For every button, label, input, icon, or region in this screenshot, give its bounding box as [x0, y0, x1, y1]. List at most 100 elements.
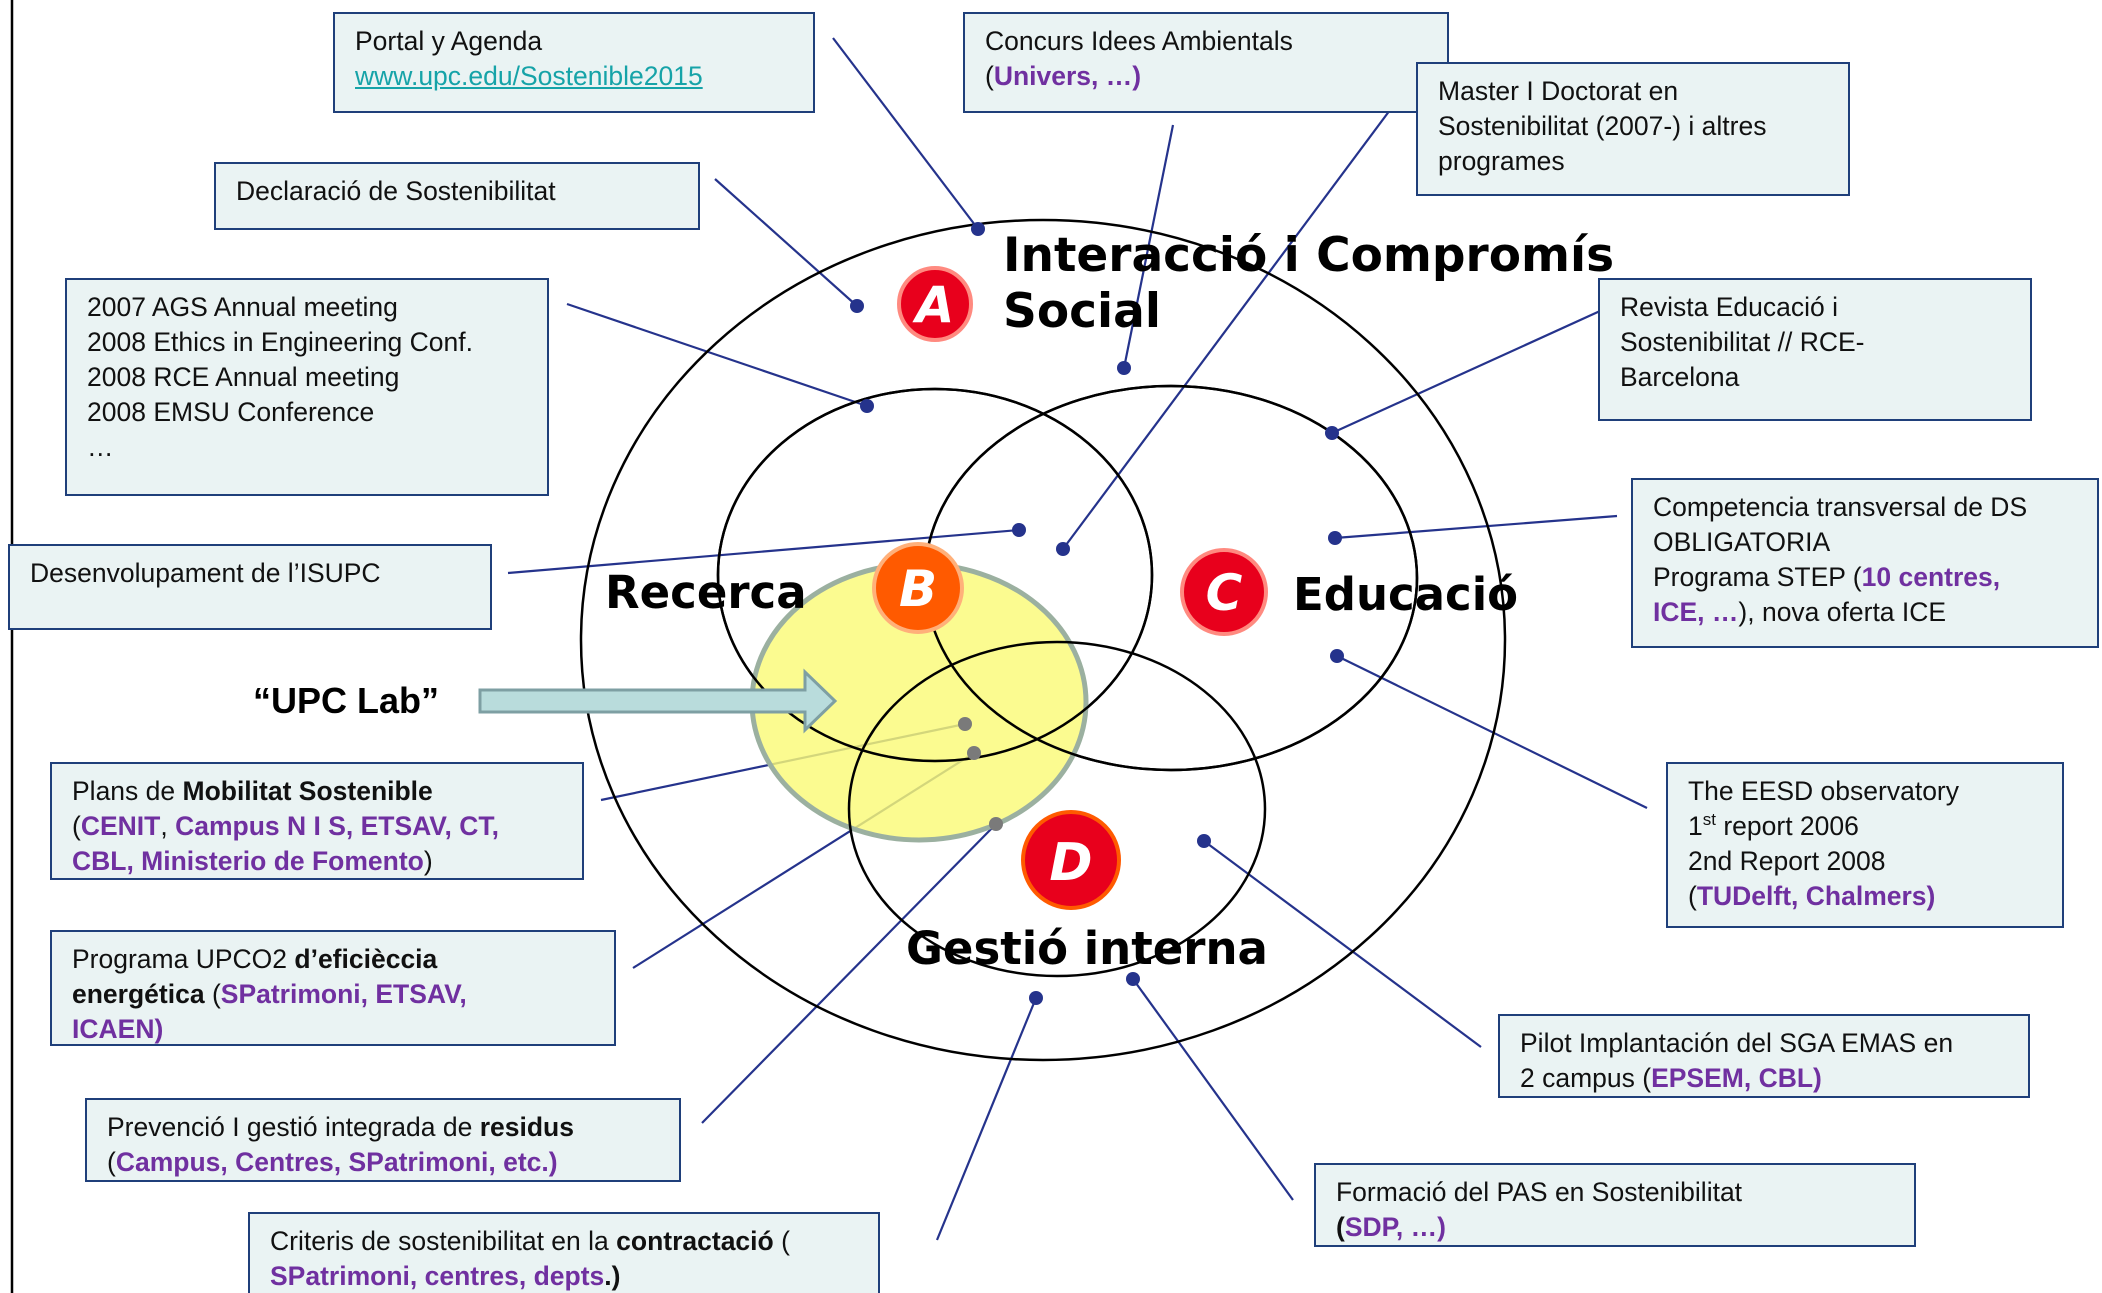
mobilitat-campus: Campus N I S, ETSAV, CT,	[175, 811, 500, 841]
circle-recerca-overlay	[716, 387, 1154, 763]
mobilitat-cbl: CBL, Ministerio de Fomento	[72, 846, 424, 876]
upco2-eficiencia: d’eficièccia	[294, 944, 438, 974]
isupc-title: Desenvolupament de l’ISUPC	[30, 558, 381, 588]
meetings-line5: …	[87, 432, 114, 462]
connector-meetings	[566, 302, 868, 408]
residus-pre: Prevenció I gestió integrada de	[107, 1112, 480, 1142]
dot-declaracio	[850, 299, 864, 313]
box-formacio-pas: Formació del PAS en Sostenibilitat (SDP,…	[1314, 1163, 1916, 1247]
eesd-first-num: 1	[1688, 811, 1703, 841]
box-residus: Prevenció I gestió integrada de residus …	[85, 1098, 681, 1182]
pilot-campus: 2 campus (	[1520, 1063, 1652, 1093]
badge-d: D	[1021, 810, 1121, 910]
concurs-title: Concurs Idees Ambientals	[985, 26, 1293, 56]
competencia-oferta: ), nova oferta ICE	[1738, 597, 1947, 627]
connector-eesd	[1336, 655, 1648, 809]
meetings-line1: 2007 AGS Annual meeting	[87, 292, 398, 322]
label-upc-lab: “UPC Lab”	[253, 680, 440, 721]
box-concurs-idees: Concurs Idees Ambientals (Univers, …)	[963, 12, 1449, 113]
upco2-partners: SPatrimoni, ETSAV,	[220, 979, 467, 1009]
eesd-line3: 2nd Report 2008	[1688, 846, 1886, 876]
letter-d: D	[1049, 833, 1092, 893]
label-recerca: Recerca	[605, 566, 807, 619]
connector-dots	[850, 222, 1344, 1005]
eesd-first-report: report 2006	[1715, 811, 1859, 841]
connector-portal	[832, 37, 979, 230]
circle-interaccio-social	[579, 218, 1507, 1062]
revista-line2: Sostenibilitat // RCE-	[1620, 327, 1865, 357]
label-gestio-interna: Gestió interna	[906, 922, 1268, 975]
dot-isupc	[1012, 523, 1026, 537]
label-interaccio-line2: Social	[1003, 284, 1161, 339]
revista-line3: Barcelona	[1620, 362, 1740, 392]
revista-line1: Revista Educació i	[1620, 292, 1838, 322]
master-line3: programes	[1438, 146, 1565, 176]
badge-c: C	[1180, 548, 1268, 636]
dot-concurs	[1117, 361, 1131, 375]
dot-revista	[1325, 426, 1339, 440]
criteris-paren: (	[773, 1226, 790, 1256]
box-declaracio: Declaració de Sostenibilitat	[214, 162, 700, 230]
connector-isupc	[507, 528, 1020, 575]
declaracio-title: Declaració de Sostenibilitat	[236, 176, 556, 206]
mobilitat-cenit: CENIT	[80, 811, 161, 841]
formacio-line1: Formació del PAS en Sostenibilitat	[1336, 1177, 1743, 1207]
residus-partners: Campus, Centres, SPatrimoni, etc.)	[115, 1147, 558, 1177]
pilot-line1: Pilot Implantación del SGA EMAS en	[1520, 1028, 1954, 1058]
connector-declaracio	[714, 178, 858, 307]
criteris-bold: contractació	[616, 1226, 774, 1256]
criteris-pre: Criteris de sostenibilitat en la	[270, 1226, 617, 1256]
circle-gestio-interna	[847, 640, 1267, 978]
connector-formacio	[1132, 978, 1294, 1201]
mobilitat-paren: (	[72, 811, 81, 841]
upco2-paren: (	[204, 979, 221, 1009]
portal-link[interactable]: www.upc.edu/Sostenible2015	[355, 61, 703, 91]
label-interaccio-social: Interacció i Compromís Social	[1003, 228, 1614, 340]
mobilitat-title: Mobilitat Sostenible	[182, 776, 433, 806]
eesd-line1: The EESD observatory	[1688, 776, 1960, 806]
box-meetings: 2007 AGS Annual meeting 2008 Ethics in E…	[65, 278, 549, 496]
connector-competencia	[1334, 514, 1618, 540]
formacio-partners: SDP, …)	[1344, 1212, 1446, 1242]
connector-concurs	[1122, 124, 1175, 369]
box-pilot-emas: Pilot Implantación del SGA EMAS en 2 cam…	[1498, 1014, 2030, 1098]
criteris-partners: SPatrimoni, centres, depts	[270, 1261, 605, 1291]
dot-master	[1056, 542, 1070, 556]
box-master-doctorat: Master I Doctorat en Sostenibilitat (200…	[1416, 62, 1850, 196]
dot-upco2	[967, 746, 981, 760]
mobilitat-comma: ,	[160, 811, 176, 841]
meetings-line4: 2008 EMSU Conference	[87, 397, 375, 427]
upco2-icaen: ICAEN)	[72, 1014, 164, 1044]
badge-a: A	[897, 266, 973, 342]
connector-residus	[701, 823, 997, 1124]
formacio-paren: (	[1336, 1212, 1345, 1242]
competencia-ice: ICE, …	[1653, 597, 1739, 627]
letter-c: C	[1206, 564, 1243, 622]
box-competencia: Competencia transversal de DS OBLIGATORI…	[1631, 478, 2099, 648]
pilot-partners: EPSEM, CBL)	[1651, 1063, 1822, 1093]
letter-a: A	[912, 276, 955, 334]
residus-bold: residus	[479, 1112, 574, 1142]
box-mobilitat: Plans de Mobilitat Sostenible (CENIT, Ca…	[50, 762, 584, 880]
concurs-partners: Univers, …)	[993, 61, 1142, 91]
eesd-first-sup: st	[1702, 810, 1716, 830]
meetings-line2: 2008 Ethics in Engineering Conf.	[87, 327, 473, 357]
meetings-line3: 2008 RCE Annual meeting	[87, 362, 400, 392]
connector-criteris	[935, 997, 1038, 1241]
badge-b: B	[872, 542, 964, 634]
mobilitat-close: )	[423, 846, 433, 876]
master-line2: Sostenibilitat (2007-) i altres	[1438, 111, 1767, 141]
upc-lab-arrow	[478, 668, 838, 734]
eesd-paren: (	[1688, 881, 1697, 911]
letter-b: B	[899, 560, 937, 618]
dot-formacio	[1126, 972, 1140, 986]
box-isupc: Desenvolupament de l’ISUPC	[8, 544, 492, 630]
competencia-line2: OBLIGATORIA	[1653, 527, 1831, 557]
dot-competencia	[1328, 531, 1342, 545]
label-interaccio-line1: Interacció i Compromís	[1003, 228, 1615, 283]
box-portal-agenda: Portal y Agenda www.upc.edu/Sostenible20…	[333, 12, 815, 113]
dot-pilot	[1197, 834, 1211, 848]
competencia-line1: Competencia transversal de DS	[1653, 492, 2028, 522]
